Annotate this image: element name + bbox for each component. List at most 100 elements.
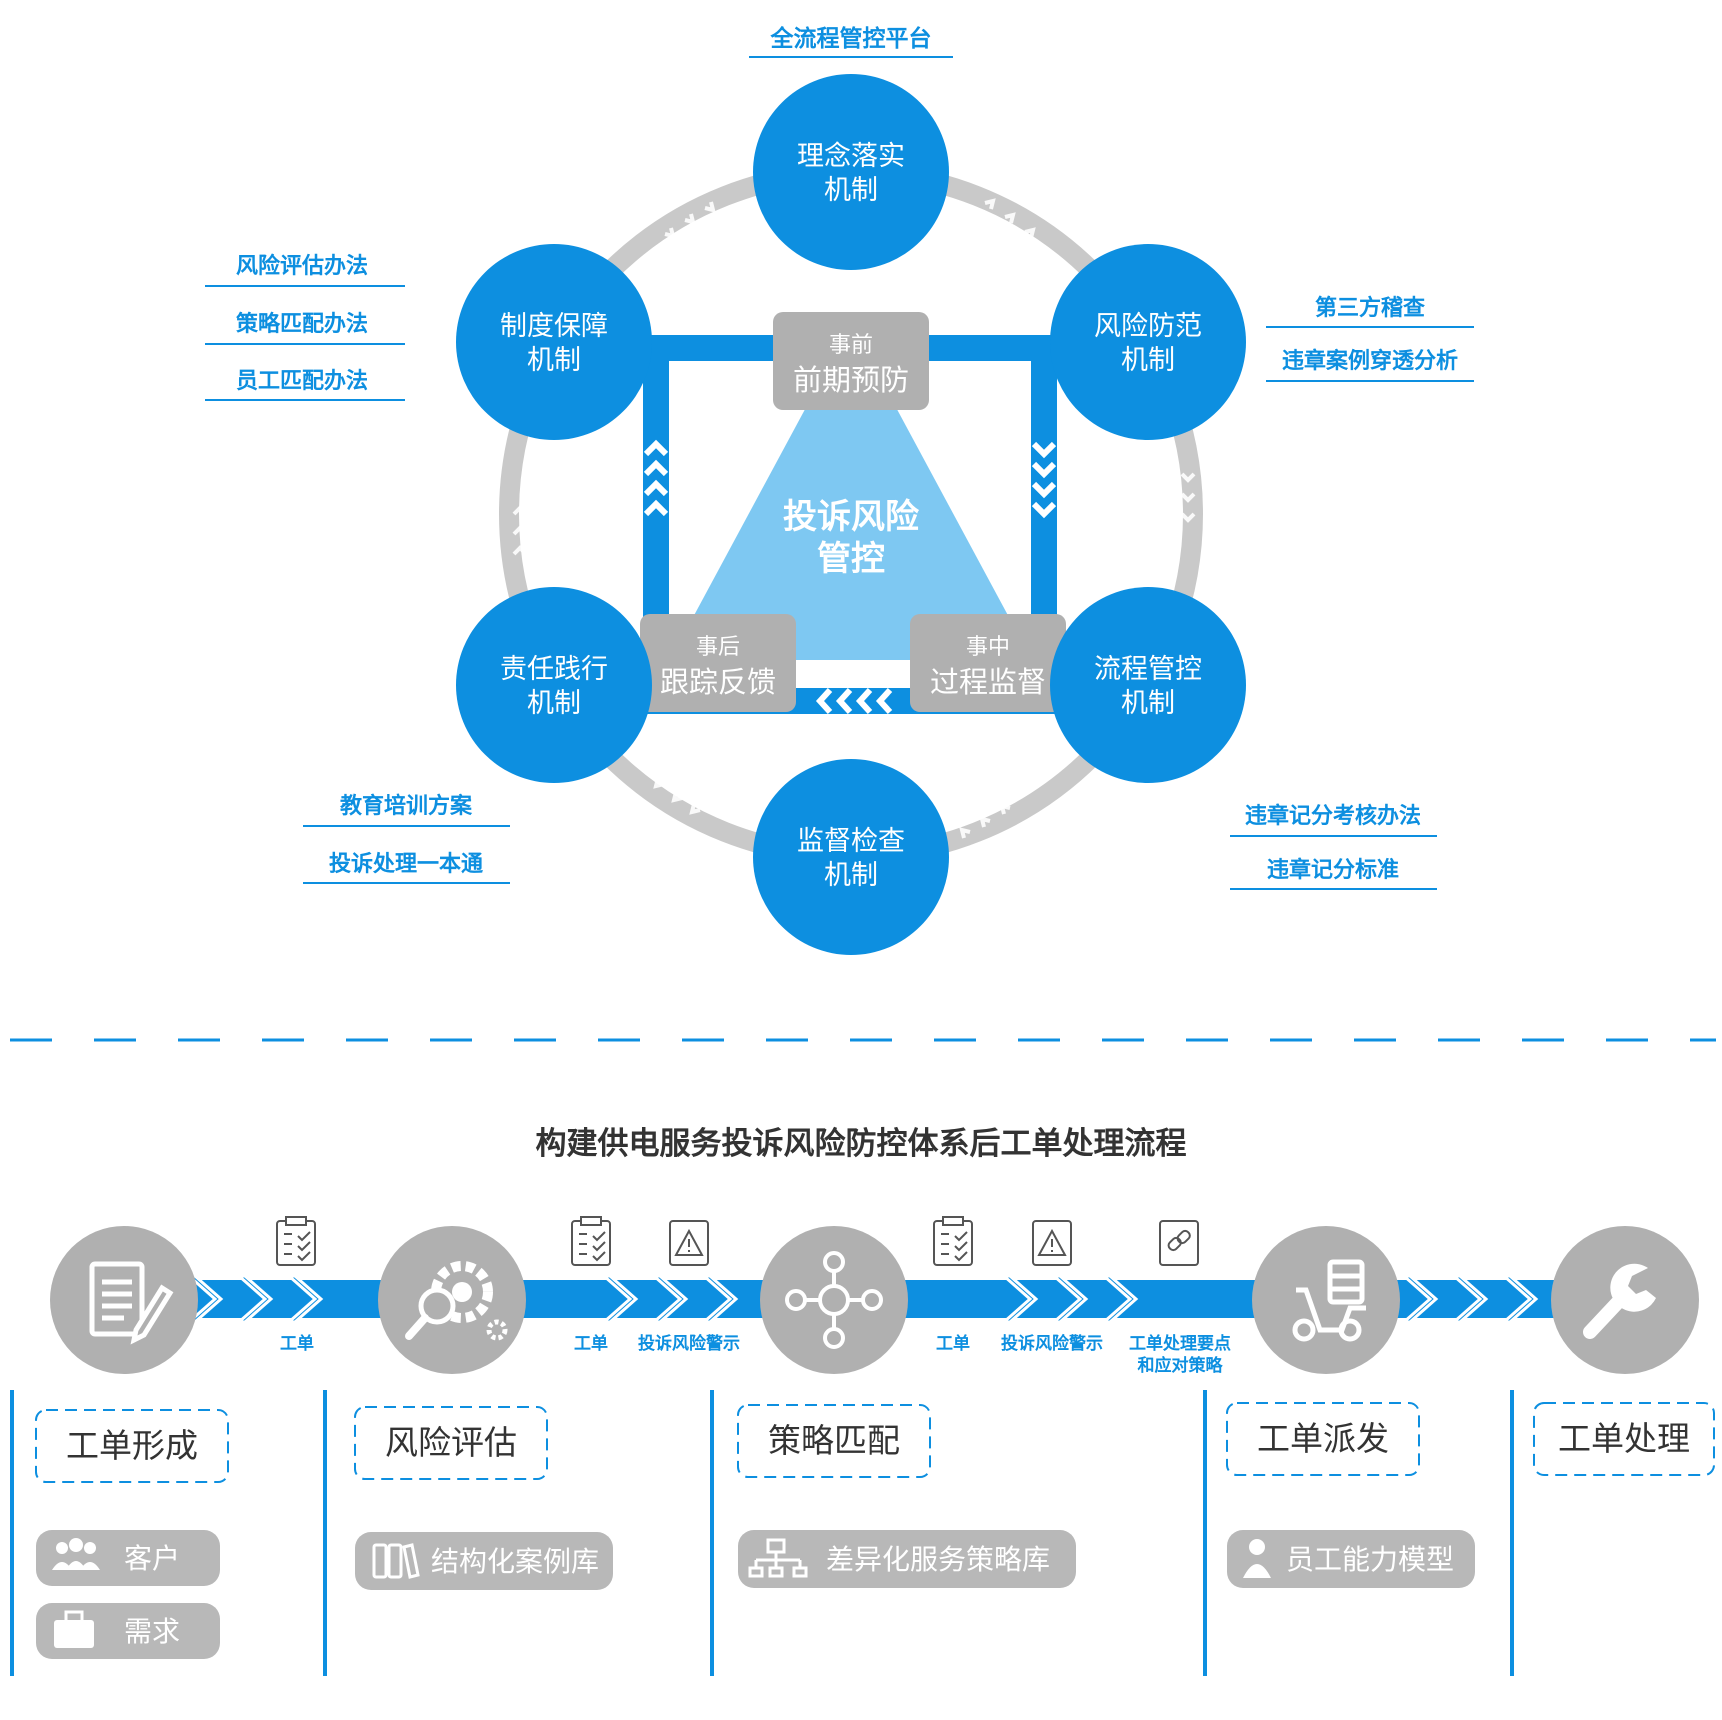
flow-label: 投诉风险警示 xyxy=(638,1333,740,1354)
risk-control-diagram: 全流程管控平台 投诉风险 xyxy=(205,25,1474,955)
svg-text:跟踪反馈: 跟踪反馈 xyxy=(660,665,776,699)
org-chart-icon xyxy=(748,1538,808,1578)
side-label: 风险评估办法 xyxy=(236,253,368,279)
flow-label: 和应对策略 xyxy=(1138,1355,1224,1376)
side-label: 投诉处理一本通 xyxy=(329,851,483,877)
svg-text:前期预防: 前期预防 xyxy=(793,363,909,397)
circle-supervision: 监督检查 机制 xyxy=(753,759,949,955)
column-separators xyxy=(10,1390,1514,1676)
svg-text:事中: 事中 xyxy=(966,635,1010,660)
svg-text:机制: 机制 xyxy=(1121,345,1175,376)
scooter-icon xyxy=(1292,1259,1366,1342)
resource-pill-customer: 客户 xyxy=(36,1530,220,1586)
stage-before: 事前 前期预防 xyxy=(773,312,929,410)
svg-text:理念落实: 理念落实 xyxy=(797,141,905,172)
svg-text:制度保障: 制度保障 xyxy=(500,311,608,342)
svg-text:员工能力模型: 员工能力模型 xyxy=(1286,1543,1454,1576)
svg-text:结构化案例库: 结构化案例库 xyxy=(431,1545,599,1578)
svg-text:需求: 需求 xyxy=(124,1615,180,1648)
svg-text:过程监督: 过程监督 xyxy=(930,665,1046,699)
people-icon xyxy=(52,1538,100,1570)
resource-pill-staff-model: 员工能力模型 xyxy=(1227,1530,1475,1588)
svg-text:风险防范: 风险防范 xyxy=(1094,311,1202,342)
svg-text:流程管控: 流程管控 xyxy=(1094,654,1202,685)
frame-chevrons-bottom xyxy=(815,687,893,715)
stage-name-dispatch: 工单派发 xyxy=(1226,1402,1420,1476)
checklist-icon xyxy=(276,1216,316,1266)
circle-process: 流程管控 机制 xyxy=(1050,587,1246,783)
frame-chevrons-left xyxy=(643,439,669,517)
side-labels-lower-right: 违章记分考核办法 违章记分标准 xyxy=(1230,803,1437,890)
svg-text:策略匹配: 策略匹配 xyxy=(768,1421,900,1460)
stage-circle-form xyxy=(50,1226,198,1374)
svg-text:事前: 事前 xyxy=(829,333,873,358)
stage-circle-assess xyxy=(378,1226,526,1374)
svg-text:工单派发: 工单派发 xyxy=(1257,1419,1389,1458)
svg-text:客户: 客户 xyxy=(124,1542,180,1575)
platform-label: 全流程管控平台 xyxy=(770,25,932,52)
checklist-icon xyxy=(571,1216,611,1266)
svg-text:事后: 事后 xyxy=(696,635,740,660)
center-title-line1: 投诉风险 xyxy=(783,497,920,537)
side-label: 员工匹配办法 xyxy=(236,369,368,394)
link-icon xyxy=(1159,1220,1199,1266)
stage-name-form: 工单形成 xyxy=(35,1409,229,1483)
stage-circle-dispatch xyxy=(1252,1226,1400,1374)
resource-pill-demand: 需求 xyxy=(36,1603,220,1659)
workflow-section: 构建供电服务投诉风险防控体系后工单处理流程 xyxy=(10,1126,1715,1676)
document-edit-icon xyxy=(89,1261,174,1345)
checklist-icon xyxy=(933,1216,973,1266)
flow-label: 工单 xyxy=(574,1333,608,1354)
stage-name-assess: 风险评估 xyxy=(354,1406,548,1480)
warning-icon xyxy=(1032,1220,1072,1266)
workflow-title: 构建供电服务投诉风险防控体系后工单处理流程 xyxy=(536,1126,1187,1162)
staff-icon xyxy=(1243,1539,1271,1578)
flow-label: 投诉风险警示 xyxy=(1001,1333,1103,1354)
svg-text:工单处理: 工单处理 xyxy=(1558,1419,1690,1458)
svg-text:风险评估: 风险评估 xyxy=(385,1423,517,1462)
binder-icon xyxy=(372,1543,420,1579)
stage-circle-match xyxy=(760,1226,908,1374)
svg-text:差异化服务策略库: 差异化服务策略库 xyxy=(826,1543,1050,1576)
flow-label: 工单 xyxy=(280,1333,314,1354)
stage-during: 事中 过程监督 xyxy=(910,614,1066,712)
side-label: 违章案例穿透分析 xyxy=(1282,348,1458,374)
frame-chevrons-right xyxy=(1031,441,1057,519)
circle-prevention: 风险防范 机制 xyxy=(1050,244,1246,440)
stage-name-handle: 工单处理 xyxy=(1533,1402,1715,1476)
side-label: 策略匹配办法 xyxy=(236,311,368,337)
flow-label: 工单 xyxy=(936,1333,970,1354)
svg-text:机制: 机制 xyxy=(824,175,878,206)
side-label: 违章记分标准 xyxy=(1267,857,1399,883)
wrench-icon xyxy=(1583,1263,1656,1339)
circle-concept: 理念落实 机制 xyxy=(753,74,949,270)
flow-label: 工单处理要点 xyxy=(1129,1333,1231,1354)
center-title-line2: 管控 xyxy=(817,539,885,579)
side-labels-upper-right: 第三方稽查 违章案例穿透分析 xyxy=(1266,295,1474,382)
side-label: 违章记分考核办法 xyxy=(1245,803,1421,829)
band-chevrons xyxy=(185,1274,1539,1324)
circle-system: 制度保障 机制 xyxy=(456,244,652,440)
svg-text:机制: 机制 xyxy=(527,345,581,376)
stage-name-match: 策略匹配 xyxy=(737,1404,931,1478)
side-label: 第三方稽查 xyxy=(1315,295,1425,321)
side-labels-lower-left: 教育培训方案 投诉处理一本通 xyxy=(303,793,510,884)
node-network-icon xyxy=(785,1251,883,1349)
luggage-icon xyxy=(54,1610,94,1648)
resource-pill-strategy-library: 差异化服务策略库 xyxy=(738,1530,1076,1588)
center-triangle xyxy=(670,400,1032,660)
svg-text:工单形成: 工单形成 xyxy=(66,1426,198,1465)
warning-icon xyxy=(669,1220,709,1266)
svg-text:机制: 机制 xyxy=(824,860,878,891)
ring-chevrons xyxy=(512,198,1196,839)
gear-magnifier-icon xyxy=(405,1261,508,1341)
stage-circle-handle xyxy=(1551,1226,1699,1374)
side-labels-upper-left: 风险评估办法 策略匹配办法 员工匹配办法 xyxy=(205,253,405,401)
svg-text:监督检查: 监督检查 xyxy=(797,826,905,857)
svg-text:机制: 机制 xyxy=(1121,688,1175,719)
resource-pill-case-library: 结构化案例库 xyxy=(355,1532,613,1590)
circle-responsibility: 责任践行 机制 xyxy=(456,587,652,783)
svg-text:机制: 机制 xyxy=(527,688,581,719)
side-label: 教育培训方案 xyxy=(340,793,473,819)
stage-after: 事后 跟踪反馈 xyxy=(640,614,796,712)
